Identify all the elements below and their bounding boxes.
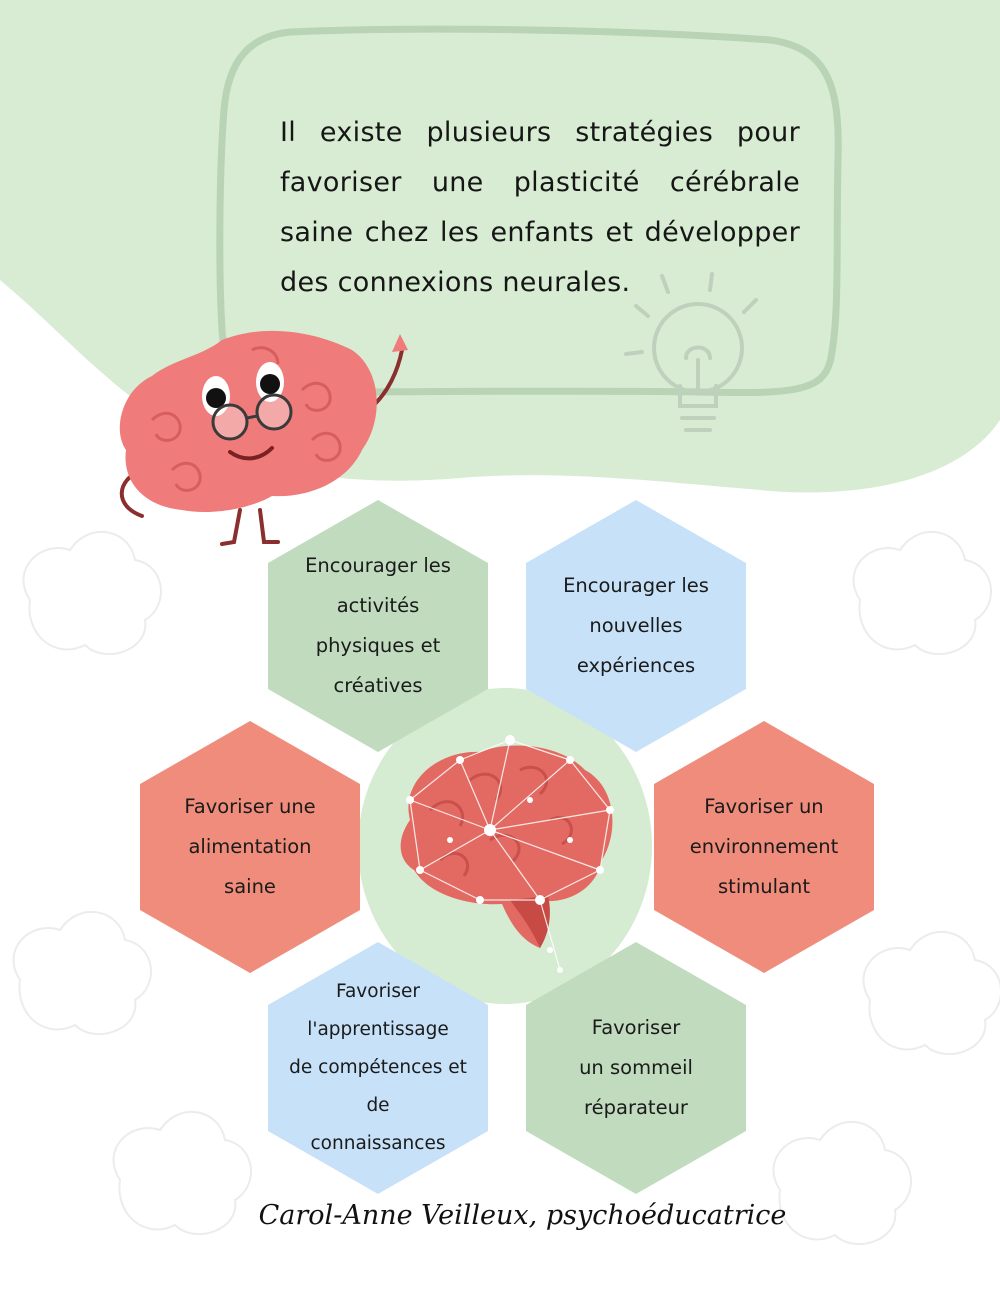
- neural-network-brain-illustration: [400, 735, 614, 973]
- intro-text: Il existe plusieurs stratégies pour favo…: [280, 117, 800, 298]
- hexagon-label: Favoriser un environnement stimulant: [689, 795, 839, 898]
- hexagon-new-experiences: Encourager les nouvelles expériences: [526, 500, 746, 752]
- hexagon-restorative-sleep: Favoriser un sommeil réparateur: [526, 942, 746, 1194]
- light-bulb-icon: [624, 272, 758, 432]
- brain-mascot-illustration: [119, 330, 408, 546]
- hexagon-stimulating-environment: Favoriser un environnement stimulant: [654, 721, 874, 973]
- hexagon-label: Favoriser un sommeil réparateur: [579, 1016, 693, 1119]
- hexagon-label: Encourager les nouvelles expériences: [563, 574, 709, 677]
- hexagon-label: Encourager les activités physiques et cr…: [305, 554, 451, 697]
- hexagon-label: Favoriser une alimentation saine: [184, 795, 316, 898]
- author-signature: Carol-Anne Veilleux, psychoéducatrice: [258, 1200, 787, 1231]
- hexagon-label: Favoriser l'apprentissage de compétences…: [289, 981, 467, 1154]
